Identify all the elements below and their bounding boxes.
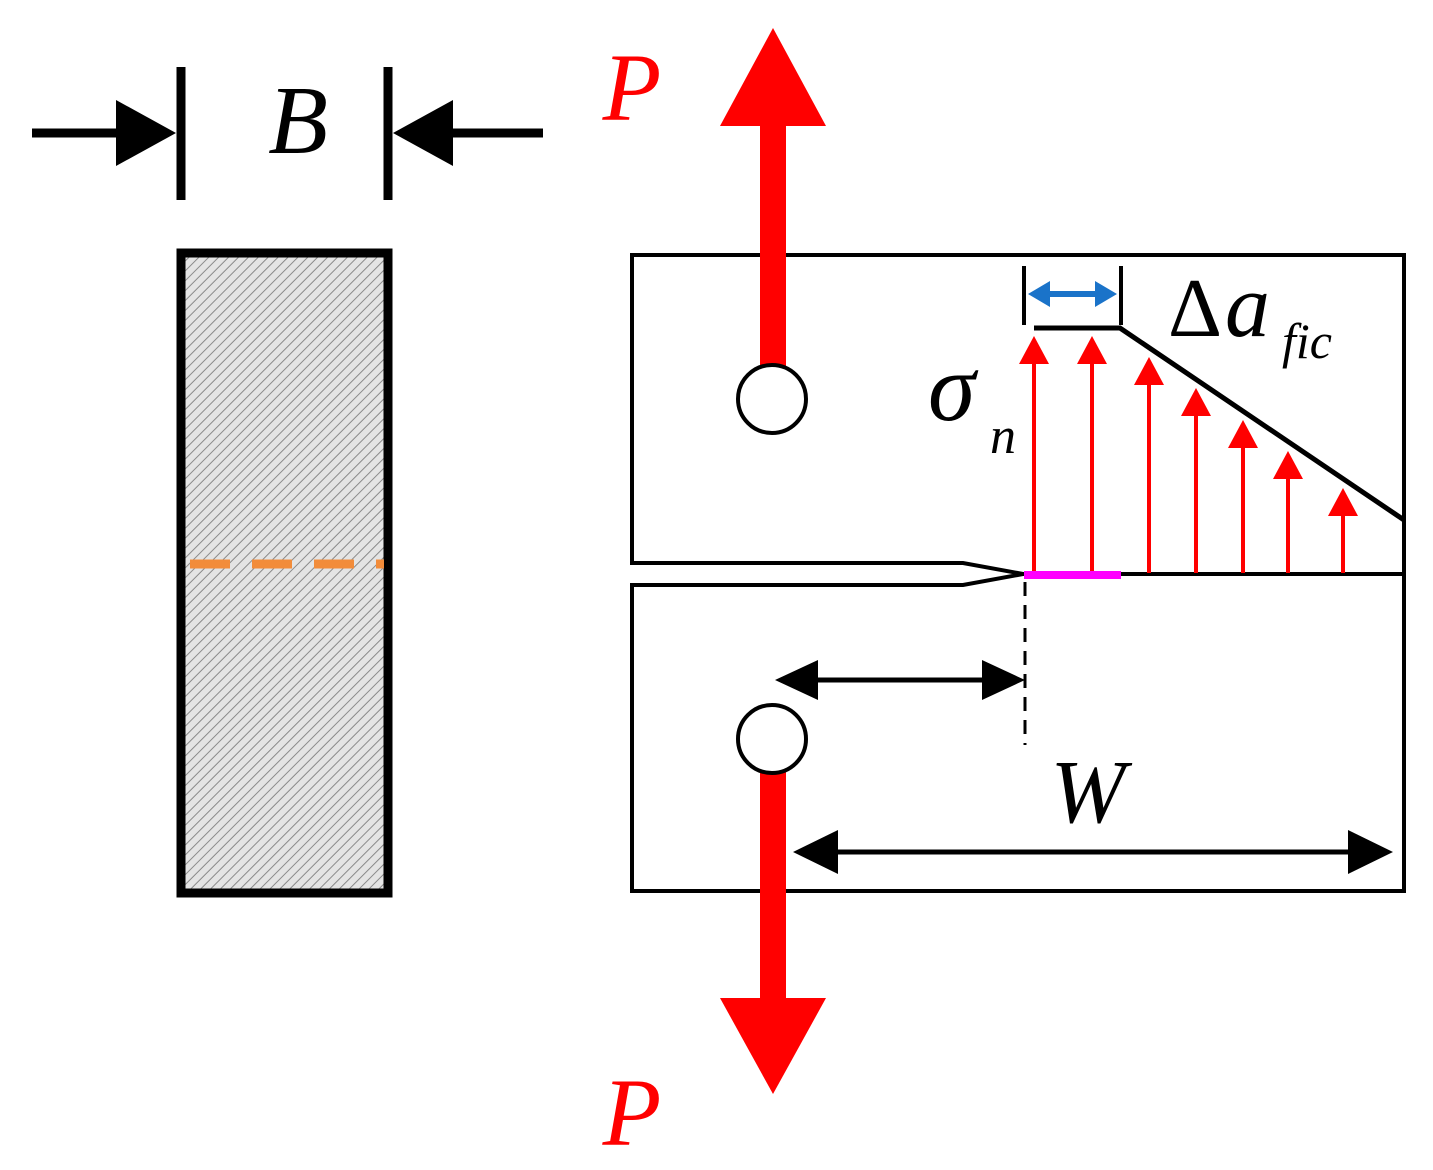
fic-subscript: fic [1282,313,1332,369]
width-dimension [793,830,1393,874]
thickness-arrow-right [393,100,543,166]
load-arrow-bottom [720,998,826,1094]
stress-envelope [1034,325,1406,523]
load-rod-top [760,118,786,370]
cohesive-stress-distribution: σ n [928,325,1406,573]
thickness-arrow-left [32,100,176,166]
thickness-label: B [268,67,328,175]
load-rod-bottom [760,770,786,1002]
side-view: B [32,67,543,898]
stress-arrow [1019,336,1049,573]
stress-arrow [1228,420,1258,573]
load-label-bottom: P [602,1059,662,1166]
stress-subscript: n [990,408,1016,465]
ct-specimen: P P W [602,28,1406,1166]
stress-arrow [1134,357,1164,573]
load-arrow-top [720,28,826,126]
load-label-top: P [602,34,662,141]
fic-symbol: a [1225,257,1270,356]
stress-arrow [1181,388,1211,573]
stress-arrow [1273,451,1303,573]
pin-hole-top [736,363,808,435]
side-view-section [176,248,393,898]
stress-arrow [1077,336,1107,573]
stress-arrow [1328,488,1358,573]
pin-hole-bottom [736,703,808,775]
width-label: W [1051,743,1133,842]
stress-label: σ n [928,334,1016,465]
fic-label: Δ a fic [1168,257,1332,369]
crack-length-dimension [775,660,1025,700]
stress-symbol: σ [928,334,979,441]
fic-delta: Δ [1168,262,1222,355]
fic-dimension [1022,266,1123,325]
